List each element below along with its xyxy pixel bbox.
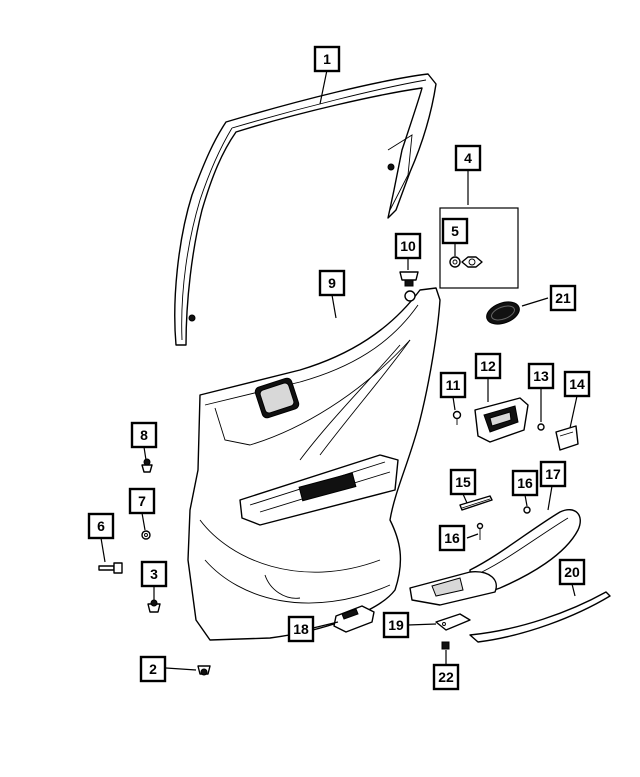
svg-text:12: 12 [480, 358, 496, 374]
callout-16-left: 16 [438, 524, 466, 552]
svg-text:17: 17 [545, 466, 561, 482]
part-16-screw-right [523, 506, 531, 514]
svg-text:6: 6 [97, 518, 105, 534]
part-15-trim-strip [459, 495, 493, 511]
part-10-clip [399, 271, 419, 287]
svg-text:13: 13 [533, 368, 549, 384]
callout-11: 11 [439, 371, 467, 399]
svg-text:16: 16 [444, 530, 460, 546]
callout-17: 17 [539, 460, 567, 488]
part-2-clip [197, 665, 211, 676]
svg-text:22: 22 [438, 669, 454, 685]
callout-16-right: 16 [511, 469, 539, 497]
leader-lines [100, 69, 578, 671]
svg-text:7: 7 [138, 493, 146, 509]
callout-4: 4 [454, 144, 482, 172]
part-20-trim-strip [469, 591, 611, 643]
part-1-weatherstrip [174, 73, 437, 346]
part-16-screw-left [476, 522, 484, 540]
callout-2: 2 [139, 655, 167, 683]
callout-3: 3 [140, 560, 168, 588]
svg-text:14: 14 [569, 376, 585, 392]
svg-text:16: 16 [517, 475, 533, 491]
svg-text:18: 18 [293, 621, 309, 637]
callout-18: 18 [287, 615, 315, 643]
part-19-switch-bezel [409, 571, 497, 631]
svg-text:4: 4 [464, 150, 472, 166]
callout-10: 10 [394, 232, 422, 260]
svg-text:15: 15 [455, 474, 471, 490]
callout-14: 14 [563, 370, 591, 398]
part-14-bezel [555, 425, 579, 451]
svg-text:10: 10 [400, 238, 416, 254]
part-8-clip [141, 458, 153, 473]
callout-8: 8 [130, 421, 158, 449]
part-11-screw [452, 410, 462, 425]
svg-text:8: 8 [140, 427, 148, 443]
part-22-nut [441, 641, 450, 650]
callout-22: 22 [432, 663, 460, 691]
svg-text:19: 19 [388, 617, 404, 633]
part-6-bolt [98, 562, 123, 574]
callout-7: 7 [128, 487, 156, 515]
callout-12: 12 [474, 352, 502, 380]
callout-20: 20 [558, 558, 586, 586]
callout-9: 9 [318, 269, 346, 297]
part-9-door-trim-panel [187, 287, 441, 641]
svg-text:20: 20 [564, 564, 580, 580]
part-3-clip [147, 599, 161, 613]
part-12-door-handle [474, 397, 529, 443]
callout-19: 19 [382, 611, 410, 639]
part-13-screw [537, 423, 545, 431]
svg-text:3: 3 [150, 566, 158, 582]
callout-6: 6 [87, 512, 115, 540]
svg-text:21: 21 [555, 290, 571, 306]
svg-text:5: 5 [451, 223, 459, 239]
svg-text:2: 2 [149, 661, 157, 677]
callout-15: 15 [449, 468, 477, 496]
svg-text:1: 1 [323, 51, 331, 67]
callout-13: 13 [527, 362, 555, 390]
callout-5: 5 [441, 217, 469, 245]
part-7-washer [141, 530, 151, 540]
callout-1: 1 [313, 45, 341, 73]
callout-21: 21 [549, 284, 577, 312]
svg-text:11: 11 [446, 377, 461, 393]
part-18-switch [333, 605, 375, 633]
part-21-plug [486, 301, 520, 325]
svg-text:9: 9 [328, 275, 336, 291]
